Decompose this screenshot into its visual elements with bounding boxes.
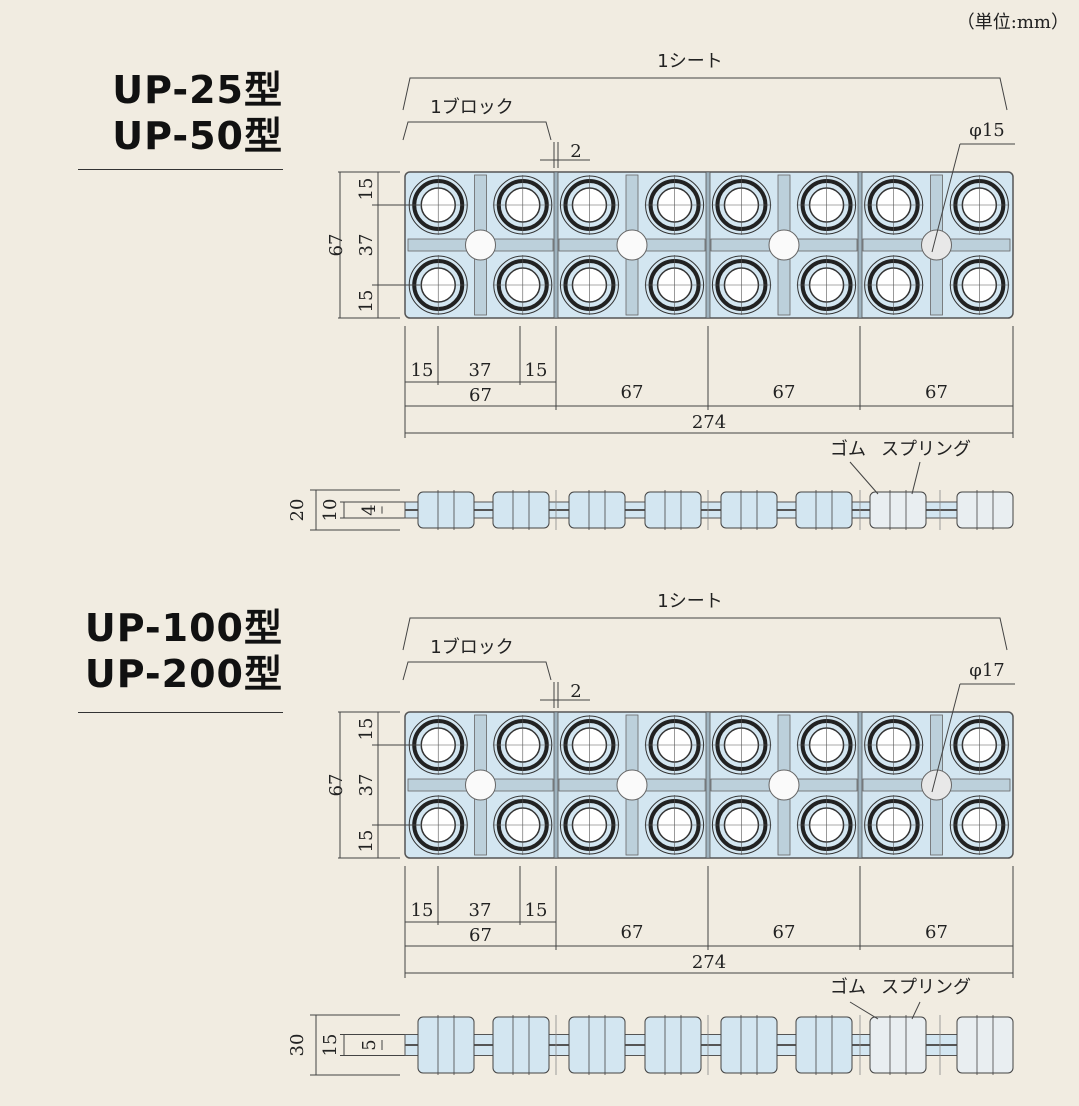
leader-line (911, 461, 921, 495)
block-joint (705, 711, 711, 859)
spring-label: スプリング (881, 977, 971, 998)
leader-line (849, 461, 879, 495)
side-height-middle-label: 15 (320, 1034, 341, 1057)
center-hole (768, 229, 800, 261)
block-joint (857, 711, 863, 859)
block-width-label: 67 (621, 922, 644, 943)
sheet-label: 1シート (657, 51, 722, 72)
block-label: 1ブロック (430, 96, 513, 118)
gap-label: 2 (570, 141, 581, 162)
spring-roller (869, 491, 927, 529)
spring-roller (869, 1016, 927, 1074)
side-height-core-label: 4 (359, 504, 380, 515)
title-divider (78, 169, 283, 170)
block-label: 1ブロック (430, 636, 513, 658)
leader-line (931, 683, 961, 793)
model-title-up50: UP-50型 (112, 114, 283, 158)
rubber-roller (795, 491, 853, 529)
block-width-label: 67 (773, 382, 796, 403)
rubber-roller (568, 1016, 626, 1074)
height-total-label: 67 (326, 234, 347, 257)
width-left-label: 15 (411, 360, 434, 381)
center-hole (921, 229, 952, 261)
rubber-roller (492, 1016, 550, 1074)
side-height-core-label: 5 (359, 1039, 380, 1050)
center-hole (465, 229, 496, 261)
gap-label: 2 (570, 681, 581, 702)
width-middle-label: 37 (469, 900, 492, 921)
block-joint (553, 711, 559, 859)
rubber-label: ゴム (830, 977, 866, 998)
rubber-roller (568, 491, 626, 529)
total-width-label: 274 (692, 412, 726, 433)
hole-diameter-label: φ15 (969, 120, 1005, 141)
center-hole (768, 769, 800, 801)
side-height-total-label: 20 (287, 499, 308, 522)
side-height-middle-label: 10 (320, 499, 341, 522)
model-title-up200: UP-200型 (84, 652, 283, 696)
spring-roller (956, 491, 1014, 529)
width-middle-label: 37 (469, 360, 492, 381)
center-hole (921, 769, 952, 801)
rubber-roller (644, 1016, 702, 1074)
height-bottom-label: 15 (356, 830, 377, 853)
block-width-label: 67 (773, 922, 796, 943)
sheet-bracket (402, 617, 1008, 651)
block-width-label: 67 (925, 382, 948, 403)
side-height-total-label: 30 (287, 1034, 308, 1057)
rubber-roller (795, 1016, 853, 1074)
height-middle-label: 37 (356, 234, 377, 257)
block-joint (705, 171, 711, 319)
unit-label: （単位:mm） (956, 12, 1069, 33)
width-right-label: 15 (525, 900, 548, 921)
height-top-label: 15 (356, 718, 377, 741)
width-left-label: 15 (411, 900, 434, 921)
total-width-label: 274 (692, 952, 726, 973)
center-hole (465, 769, 496, 801)
rubber-roller (720, 491, 778, 529)
rubber-roller (492, 491, 550, 529)
block-width-label: 67 (469, 925, 492, 946)
rubber-roller (644, 491, 702, 529)
height-middle-label: 37 (356, 774, 377, 797)
height-bottom-label: 15 (356, 290, 377, 313)
sheet-label: 1シート (657, 591, 722, 612)
block-bracket (402, 661, 552, 681)
block-width-label: 67 (925, 922, 948, 943)
block-width-label: 67 (469, 385, 492, 406)
height-total-label: 67 (326, 774, 347, 797)
rubber-roller (417, 1016, 475, 1074)
leader-line (911, 1001, 921, 1020)
rubber-roller (720, 1016, 778, 1074)
hole-diameter-label: φ17 (969, 660, 1005, 681)
spring-label: スプリング (881, 439, 971, 460)
block-joint (553, 171, 559, 319)
rubber-label: ゴム (830, 439, 866, 460)
leader-line (849, 1001, 879, 1020)
block-joint (857, 171, 863, 319)
model-title-up100: UP-100型 (84, 606, 283, 650)
block-bracket (402, 121, 552, 141)
center-hole (616, 229, 648, 261)
sheet-bracket (402, 77, 1008, 111)
width-right-label: 15 (525, 360, 548, 381)
rubber-roller (417, 491, 475, 529)
title-divider (78, 712, 283, 713)
block-width-label: 67 (621, 382, 644, 403)
spring-roller (956, 1016, 1014, 1074)
leader-line (931, 143, 961, 253)
center-hole (616, 769, 648, 801)
height-top-label: 15 (356, 178, 377, 201)
model-title-up25: UP-25型 (112, 68, 283, 112)
